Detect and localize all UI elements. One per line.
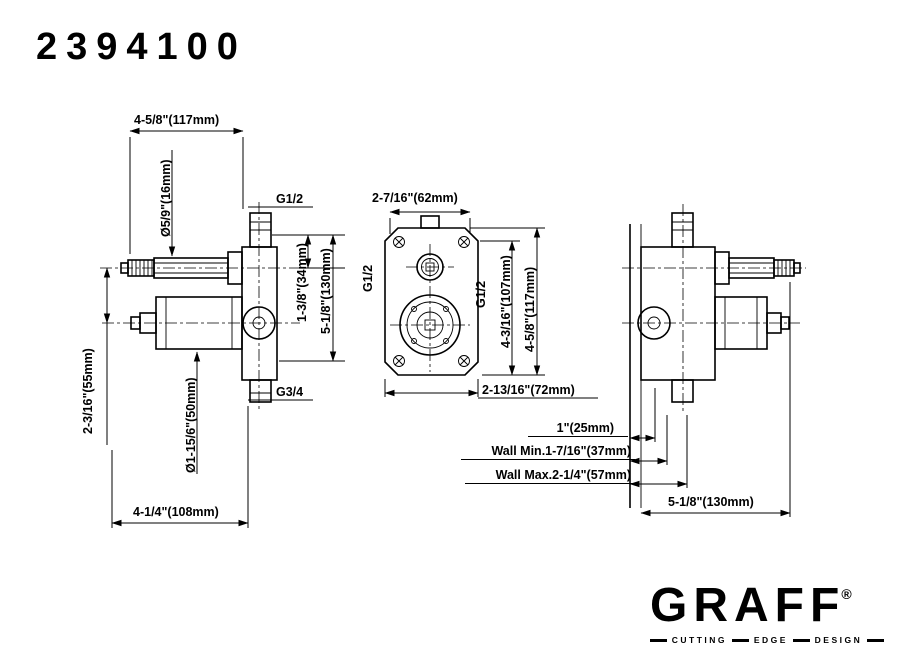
dim-label-front-inner-height: 4-3/16"(107mm) (499, 255, 513, 348)
left-view-drawing (100, 127, 345, 528)
dim-label-front-outer-height: 4-5/8"(117mm) (523, 266, 537, 352)
graff-logo: GRAFF® CUTTING EDGE DESIGN (650, 582, 885, 645)
dim-label-left-height: 5-1/8"(130mm) (319, 248, 333, 334)
port-label-front-right-g12: G1/2 (474, 280, 488, 308)
dim-label-right-width: 5-1/8"(130mm) (668, 495, 754, 509)
right-view-drawing (622, 204, 806, 517)
tagline-bar (650, 638, 667, 642)
tagline-bar (792, 638, 810, 642)
dim-label-bottom-width: 4-1/4"(108mm) (133, 505, 219, 519)
dim-label-handle-diameter: Ø5/9"(16mm) (159, 159, 173, 237)
tagline-word: DESIGN (814, 635, 863, 645)
logo-tagline: CUTTING EDGE DESIGN (650, 635, 885, 645)
dim-label-center-spacing: 2-3/16"(55mm) (81, 348, 95, 434)
logo-brand-row: GRAFF® (650, 582, 884, 630)
dim-label-wall-max: Wall Max.2-1/4"(57mm) (465, 467, 635, 484)
dim-label-wall-min: Wall Min.1-7/16"(37mm) (461, 443, 635, 460)
dim-label-depth: 1"(25mm) (528, 420, 628, 437)
dim-label-body-width: 4-5/8"(117mm) (134, 113, 220, 127)
front-view-drawing (384, 208, 598, 399)
dim-label-volume-diameter: Ø1-15/6"(50mm) (184, 377, 198, 473)
port-label-top-g12: G1/2 (276, 192, 304, 206)
logo-brand-text: GRAFF (650, 579, 846, 632)
tagline-bar (732, 638, 749, 642)
dim-label-front-bottom-width: 2-13/16"(72mm) (482, 383, 575, 397)
tagline-word: CUTTING (671, 635, 728, 645)
port-label-front-left-g12: G1/2 (361, 264, 375, 292)
logo-registered-mark: ® (841, 586, 852, 602)
model-number: 2394100 (36, 26, 247, 68)
tagline-word: EDGE (753, 635, 788, 645)
dim-label-front-top-width: 2-7/16"(62mm) (372, 191, 458, 205)
port-label-bottom-g34: G3/4 (276, 385, 304, 399)
tagline-bar (867, 638, 885, 642)
dim-label-center-offset: 1-3/8"(34mm) (295, 243, 309, 322)
